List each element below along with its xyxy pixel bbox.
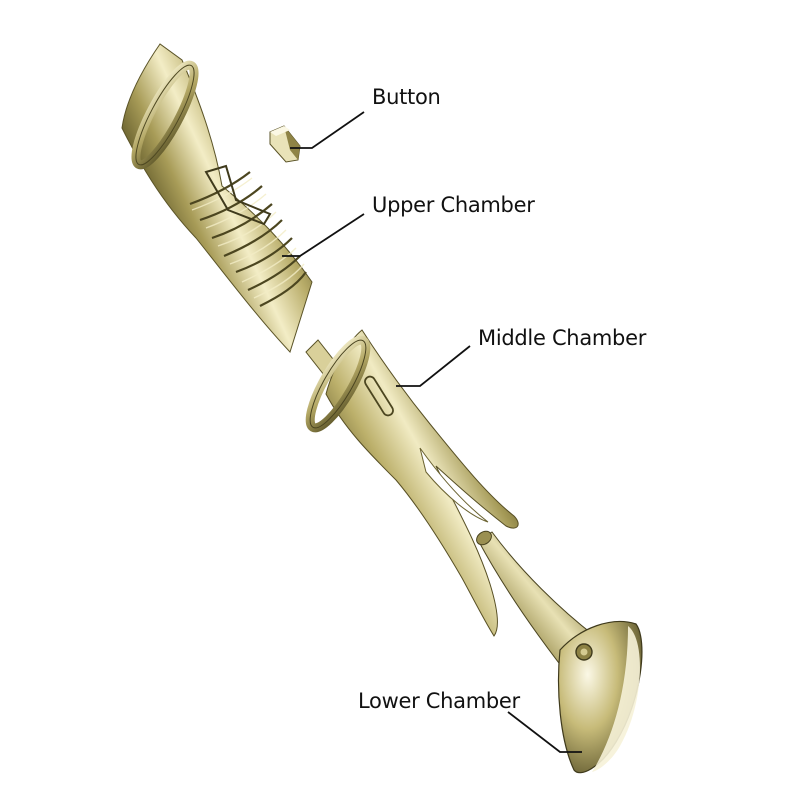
middle-chamber-part (305, 329, 519, 637)
middle-chamber-label: Middle Chamber (478, 326, 647, 350)
leader-lines (282, 111, 582, 753)
button-leader (290, 111, 365, 149)
lower-chamber-leader (507, 711, 582, 753)
button-part (269, 125, 301, 163)
upper-chamber-label: Upper Chamber (372, 193, 535, 217)
lower-chamber-label: Lower Chamber (358, 689, 521, 713)
upper-chamber-slot (204, 164, 272, 226)
upper-chamber-part (121, 43, 313, 353)
lower-chamber-part (476, 530, 643, 774)
middle-chamber-body (325, 329, 519, 637)
upper-chamber-body (121, 43, 313, 353)
button-label: Button (372, 85, 441, 109)
middle-chamber-leader (396, 345, 471, 387)
upper-chamber-threads (189, 171, 307, 307)
upper-chamber-leader (282, 213, 365, 257)
